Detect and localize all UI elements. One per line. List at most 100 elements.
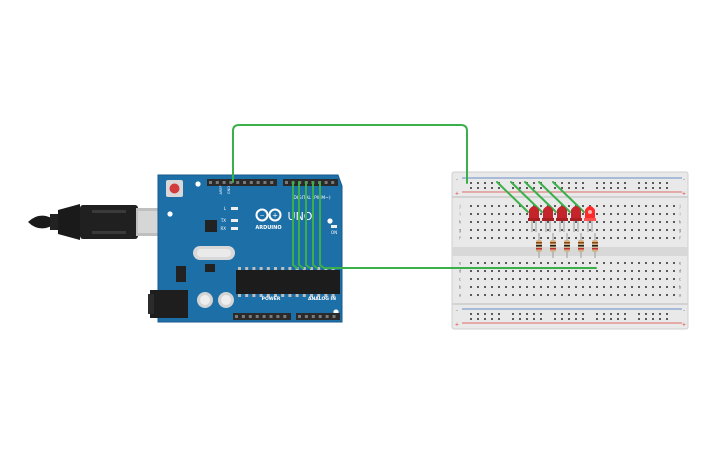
breadboard-hole[interactable]: [610, 313, 612, 315]
breadboard-hole[interactable]: [526, 221, 528, 223]
breadboard-hole[interactable]: [477, 270, 479, 272]
breadboard-hole[interactable]: [589, 262, 591, 264]
breadboard-hole[interactable]: [645, 294, 647, 296]
breadboard-hole[interactable]: [575, 237, 577, 239]
breadboard-hole[interactable]: [470, 262, 472, 264]
breadboard-hole[interactable]: [617, 286, 619, 288]
header-pin[interactable]: [256, 181, 260, 184]
breadboard-hole[interactable]: [575, 221, 577, 223]
breadboard-hole[interactable]: [547, 270, 549, 272]
breadboard-hole[interactable]: [519, 262, 521, 264]
breadboard-hole[interactable]: [624, 294, 626, 296]
breadboard-hole[interactable]: [596, 278, 598, 280]
power-header[interactable]: [233, 313, 291, 320]
breadboard-hole[interactable]: [547, 278, 549, 280]
breadboard-hole[interactable]: [652, 313, 654, 315]
breadboard-hole[interactable]: [505, 213, 507, 215]
breadboard-hole[interactable]: [540, 286, 542, 288]
breadboard-hole[interactable]: [652, 205, 654, 207]
breadboard-hole[interactable]: [491, 237, 493, 239]
breadboard-hole[interactable]: [561, 278, 563, 280]
breadboard-hole[interactable]: [610, 262, 612, 264]
breadboard-hole[interactable]: [582, 294, 584, 296]
breadboard-hole[interactable]: [512, 237, 514, 239]
breadboard-hole[interactable]: [526, 205, 528, 207]
header-pin[interactable]: [241, 315, 245, 318]
header-pin[interactable]: [285, 181, 288, 184]
breadboard-hole[interactable]: [624, 262, 626, 264]
breadboard-hole[interactable]: [498, 213, 500, 215]
breadboard-hole[interactable]: [652, 278, 654, 280]
digital-header-left[interactable]: [207, 179, 277, 186]
breadboard-hole[interactable]: [645, 278, 647, 280]
breadboard-hole[interactable]: [470, 278, 472, 280]
breadboard-hole[interactable]: [484, 221, 486, 223]
header-pin[interactable]: [243, 181, 246, 184]
breadboard-hole[interactable]: [533, 313, 535, 315]
breadboard-hole[interactable]: [673, 213, 675, 215]
breadboard-hole[interactable]: [645, 262, 647, 264]
breadboard-hole[interactable]: [645, 286, 647, 288]
breadboard-hole[interactable]: [652, 294, 654, 296]
breadboard-hole[interactable]: [638, 213, 640, 215]
breadboard-hole[interactable]: [617, 294, 619, 296]
breadboard-hole[interactable]: [554, 229, 556, 231]
breadboard-hole[interactable]: [603, 229, 605, 231]
breadboard-hole[interactable]: [582, 286, 584, 288]
breadboard-hole[interactable]: [624, 270, 626, 272]
breadboard-hole[interactable]: [526, 294, 528, 296]
analog-header[interactable]: [296, 313, 340, 320]
breadboard-hole[interactable]: [673, 278, 675, 280]
breadboard-hole[interactable]: [617, 205, 619, 207]
header-pin[interactable]: [332, 315, 336, 318]
breadboard-hole[interactable]: [596, 213, 598, 215]
breadboard-hole[interactable]: [617, 262, 619, 264]
breadboard-hole[interactable]: [638, 313, 640, 315]
breadboard-hole[interactable]: [533, 262, 535, 264]
breadboard-hole[interactable]: [638, 270, 640, 272]
breadboard-hole[interactable]: [631, 262, 633, 264]
breadboard-hole[interactable]: [624, 182, 626, 184]
breadboard-hole[interactable]: [512, 262, 514, 264]
breadboard-hole[interactable]: [575, 187, 577, 189]
breadboard-hole[interactable]: [589, 294, 591, 296]
breadboard-hole[interactable]: [477, 221, 479, 223]
breadboard-hole[interactable]: [498, 270, 500, 272]
breadboard-hole[interactable]: [554, 213, 556, 215]
breadboard-hole[interactable]: [519, 213, 521, 215]
breadboard-hole[interactable]: [484, 229, 486, 231]
breadboard-hole[interactable]: [659, 313, 661, 315]
breadboard-hole[interactable]: [477, 294, 479, 296]
breadboard-hole[interactable]: [491, 286, 493, 288]
breadboard-hole[interactable]: [617, 313, 619, 315]
breadboard-hole[interactable]: [554, 237, 556, 239]
header-pin[interactable]: [209, 181, 212, 184]
header-pin[interactable]: [248, 315, 252, 318]
breadboard-hole[interactable]: [526, 262, 528, 264]
breadboard-hole[interactable]: [610, 229, 612, 231]
breadboard-hole[interactable]: [470, 229, 472, 231]
breadboard-hole[interactable]: [519, 278, 521, 280]
breadboard-hole[interactable]: [561, 286, 563, 288]
led-3[interactable]: [556, 206, 568, 232]
breadboard-hole[interactable]: [582, 229, 584, 231]
breadboard-hole[interactable]: [659, 262, 661, 264]
breadboard-hole[interactable]: [610, 286, 612, 288]
breadboard-hole[interactable]: [519, 313, 521, 315]
breadboard-hole[interactable]: [477, 187, 479, 189]
breadboard-hole[interactable]: [484, 262, 486, 264]
breadboard-hole[interactable]: [666, 213, 668, 215]
breadboard-hole[interactable]: [617, 229, 619, 231]
breadboard-hole[interactable]: [596, 294, 598, 296]
breadboard-hole[interactable]: [568, 229, 570, 231]
breadboard-hole[interactable]: [666, 262, 668, 264]
breadboard-hole[interactable]: [652, 262, 654, 264]
breadboard-hole[interactable]: [477, 182, 479, 184]
breadboard-hole[interactable]: [610, 294, 612, 296]
breadboard-hole[interactable]: [673, 237, 675, 239]
breadboard-hole[interactable]: [638, 286, 640, 288]
header-pin[interactable]: [229, 181, 233, 184]
breadboard-hole[interactable]: [568, 313, 570, 315]
breadboard-hole[interactable]: [610, 278, 612, 280]
breadboard-hole[interactable]: [645, 187, 647, 189]
